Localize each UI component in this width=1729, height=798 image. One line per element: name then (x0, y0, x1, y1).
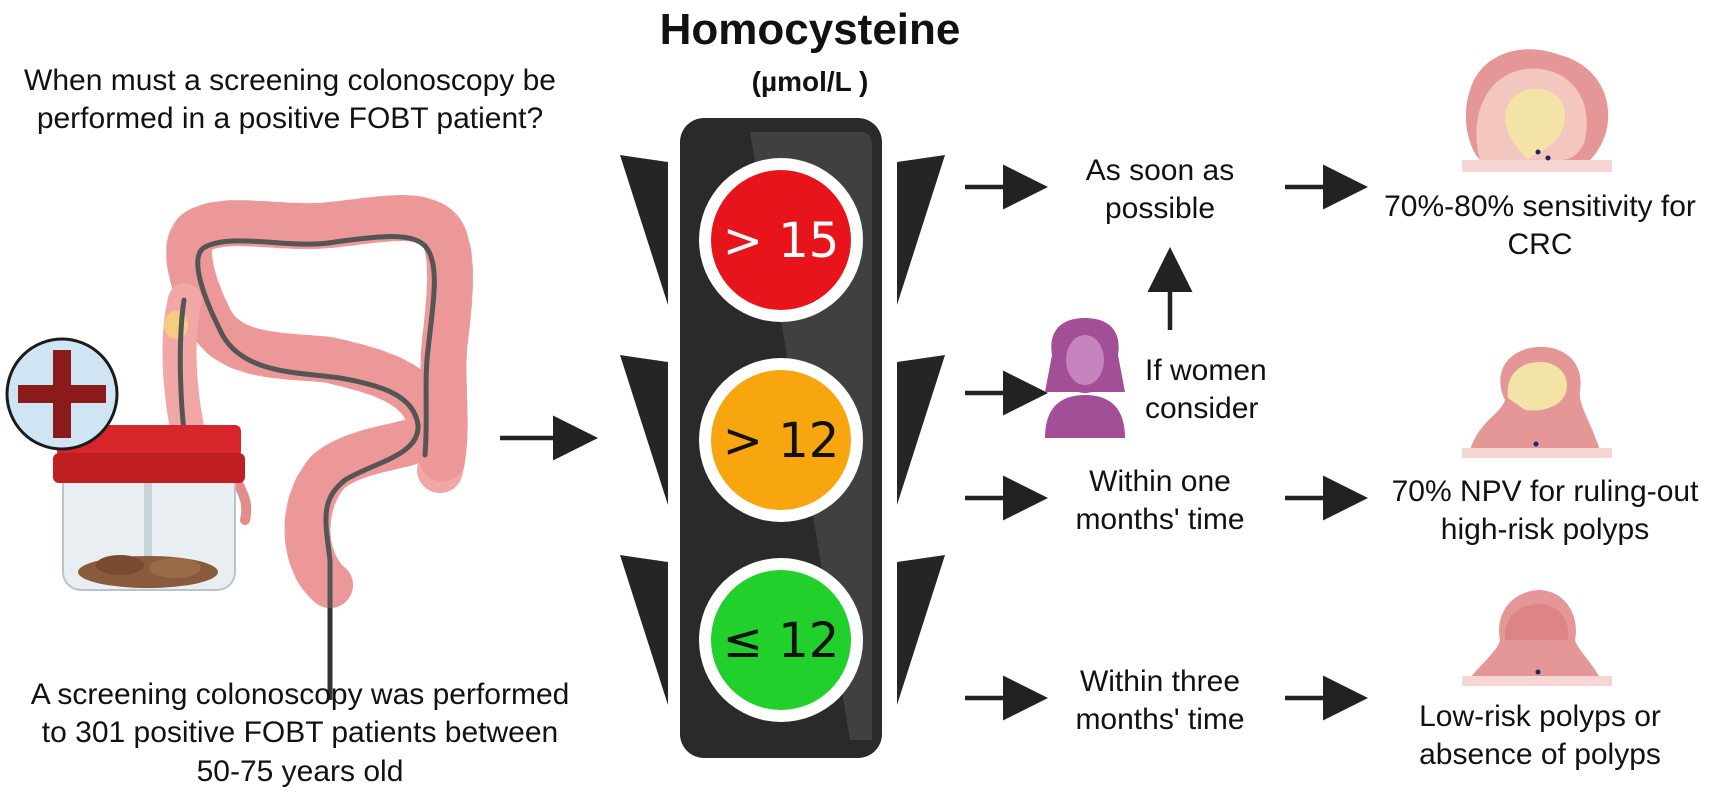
outcome-npv: 70% NPV for ruling-out high-risk polyps (1391, 475, 1699, 547)
lamp-red: > 15 (699, 158, 863, 322)
woman-icon (1045, 318, 1125, 438)
lamp-green: ≤ 12 (699, 558, 863, 722)
action-women: If women consider (1145, 354, 1267, 426)
polyp-tissue-icon (1462, 346, 1612, 458)
unit-label: (µmol/L ) (751, 66, 869, 97)
normal-tissue-icon (1462, 590, 1612, 686)
stool-sample-jar-icon (53, 425, 245, 591)
summary-text: A screening colonoscopy was performed to… (30, 678, 570, 788)
lamp-label: > 12 (723, 413, 840, 469)
action-one-month: Within one months' time (1075, 465, 1245, 537)
action-three-months: Within three months' time (1075, 665, 1245, 737)
traffic-light: > 15 > 12 ≤ 12 (620, 118, 945, 758)
arrows (500, 164, 1368, 721)
question-text: When must a screening colonoscopy be per… (24, 64, 556, 136)
lamp-label: > 15 (723, 213, 840, 269)
outcome-crc: 70%-80% sensitivity for CRC (1384, 190, 1696, 262)
chart-title: Homocysteine (659, 5, 961, 54)
lamp-label: ≤ 12 (723, 613, 840, 669)
action-asap: As soon as possible (1085, 154, 1235, 226)
positive-plus-icon (5, 337, 119, 451)
lamp-orange: > 12 (699, 358, 863, 522)
cancer-tissue-icon (1462, 49, 1612, 172)
outcome-low: Low-risk polyps or absence of polyps (1419, 700, 1661, 772)
